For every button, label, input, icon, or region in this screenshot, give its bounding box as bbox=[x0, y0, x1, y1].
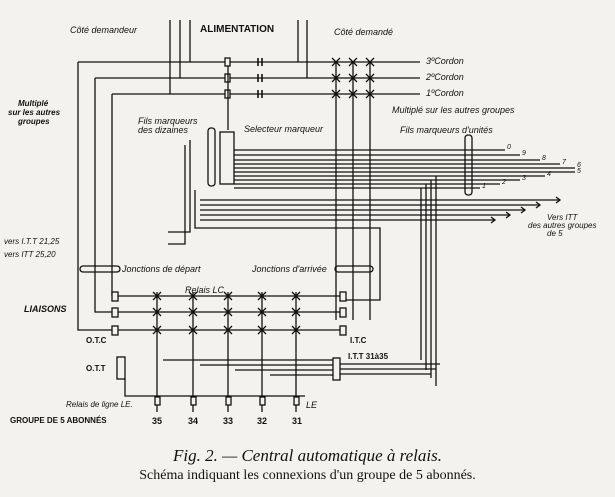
figure-caption-subtitle: Schéma indiquant les connexions d'un gro… bbox=[139, 468, 476, 483]
label-ott: O.T.T bbox=[86, 364, 106, 373]
itt-relay bbox=[332, 357, 341, 381]
label-jonctions-arrivee: Jonctions d'arrivée bbox=[252, 264, 327, 274]
label-jonctions-depart: Jonctions de départ bbox=[122, 264, 201, 274]
label-alimentation: ALIMENTATION bbox=[200, 24, 275, 35]
label-multiple-right: Multiplé sur les autres groupes bbox=[392, 105, 515, 115]
label-relais-ligne: Relais de ligne LE. bbox=[66, 400, 133, 409]
unit-digit-2: 2 bbox=[502, 179, 506, 186]
label-cordon-3: 3ºCordon bbox=[426, 56, 464, 66]
unit-digit-1: 1 bbox=[482, 183, 486, 190]
unit-digit-7: 7 bbox=[562, 159, 566, 166]
line-relays bbox=[154, 396, 300, 412]
label-cordon-1: 1ºCordon bbox=[426, 88, 464, 98]
label-fils-dizaines-1: Fils marqueurs bbox=[138, 116, 198, 126]
label-multiple-left-1: Multiplé bbox=[18, 99, 49, 108]
label-vers-itt-3: de 5 bbox=[547, 229, 563, 238]
label-selecteur: Selecteur marqueur bbox=[244, 124, 324, 134]
label-groupe: GROUPE DE 5 ABONNÉS bbox=[10, 416, 107, 425]
unit-digit-8: 8 bbox=[542, 155, 546, 162]
cord-crosspoints bbox=[331, 57, 375, 320]
unit-digit-6: 6 bbox=[577, 162, 581, 169]
label-cote-demande: Côté demandé bbox=[334, 27, 394, 37]
label-itc: I.T.C bbox=[350, 336, 367, 345]
label-vers-itt-2: des autres groupes bbox=[528, 221, 597, 230]
label-vers-itt-1: Vers ITT bbox=[547, 213, 578, 222]
label-vers-itt-2125: vers I.T.T 21,25 bbox=[4, 237, 60, 246]
subscriber-34: 34 bbox=[188, 416, 199, 426]
subscriber-33: 33 bbox=[223, 416, 234, 426]
label-le: LE bbox=[306, 400, 318, 410]
relais-lc-crosspoints bbox=[152, 291, 301, 400]
label-relais-lc: Relais LC bbox=[185, 285, 225, 295]
figure-caption-title: Fig. 2. — Central automatique à relais. bbox=[172, 446, 442, 465]
unit-digit-9: 9 bbox=[522, 150, 526, 157]
subscriber-35: 35 bbox=[152, 416, 163, 426]
subscriber-32: 32 bbox=[257, 416, 268, 426]
label-otc: O.T.C bbox=[86, 336, 107, 345]
unit-digit-4: 4 bbox=[547, 171, 551, 178]
label-multiple-left-2: sur les autres bbox=[8, 108, 61, 117]
label-multiple-left-3: groupes bbox=[18, 117, 50, 126]
unit-digit-3: 3 bbox=[522, 175, 526, 182]
label-cote-demandeur: Côté demandeur bbox=[70, 25, 138, 35]
unit-digit-5: 5 bbox=[577, 168, 581, 175]
label-liaisons: LIAISONS bbox=[24, 304, 67, 314]
subscriber-31: 31 bbox=[292, 416, 303, 426]
unit-digit-0: 0 bbox=[507, 144, 511, 151]
label-fils-unites: Fils marqueurs d'unités bbox=[400, 125, 493, 135]
label-vers-itt-2520: vers ITT 25,20 bbox=[4, 250, 56, 259]
label-cordon-2: 2ºCordon bbox=[426, 72, 464, 82]
ott-relay bbox=[116, 356, 126, 380]
label-itt-3135: I.T.T 31à35 bbox=[348, 352, 389, 361]
selecteur-marqueur bbox=[219, 131, 235, 185]
label-fils-dizaines-2: des dizaines bbox=[138, 125, 189, 135]
